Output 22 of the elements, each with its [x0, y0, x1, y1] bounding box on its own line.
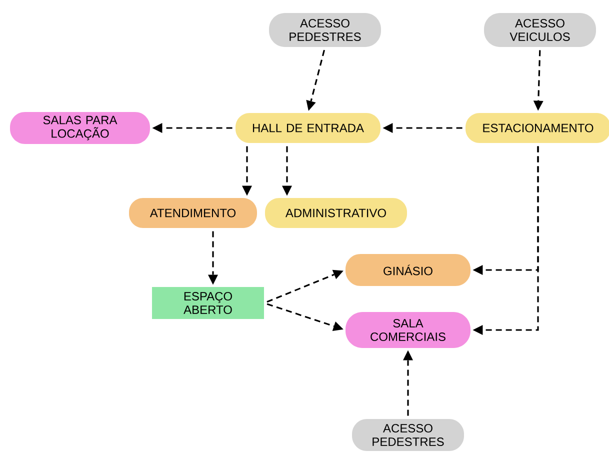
- room-pill: SALAS PARA LOCAÇÃO: [10, 112, 150, 144]
- access-pill: ACESSO VEICULOS: [484, 13, 596, 47]
- arrow: [242, 146, 252, 196]
- area-pill: ATENDIMENTO: [129, 198, 257, 228]
- arrow: [403, 350, 413, 416]
- arrow: [208, 231, 218, 285]
- area-pill: GINÁSIO: [346, 254, 470, 286]
- area-pill: HALL DE ENTRADA: [236, 113, 380, 143]
- arrow: [533, 50, 544, 111]
- area-pill: ESTACIONAMENTO: [466, 113, 609, 143]
- arrow: [266, 270, 344, 303]
- area-box: ESPAÇO ABERTO: [152, 287, 264, 319]
- access-pill: ACESSO PEDESTRES: [269, 13, 381, 47]
- room-pill: SALA COMERCIAIS: [346, 312, 470, 348]
- arrow: [306, 50, 326, 111]
- arrow: [152, 123, 232, 133]
- arrow: [266, 303, 344, 331]
- arrow: [472, 146, 539, 335]
- arrow: [282, 146, 292, 196]
- arrow: [382, 123, 462, 133]
- area-pill: ADMINISTRATIVO: [265, 198, 407, 228]
- access-pill: ACESSO PEDESTRES: [352, 419, 464, 451]
